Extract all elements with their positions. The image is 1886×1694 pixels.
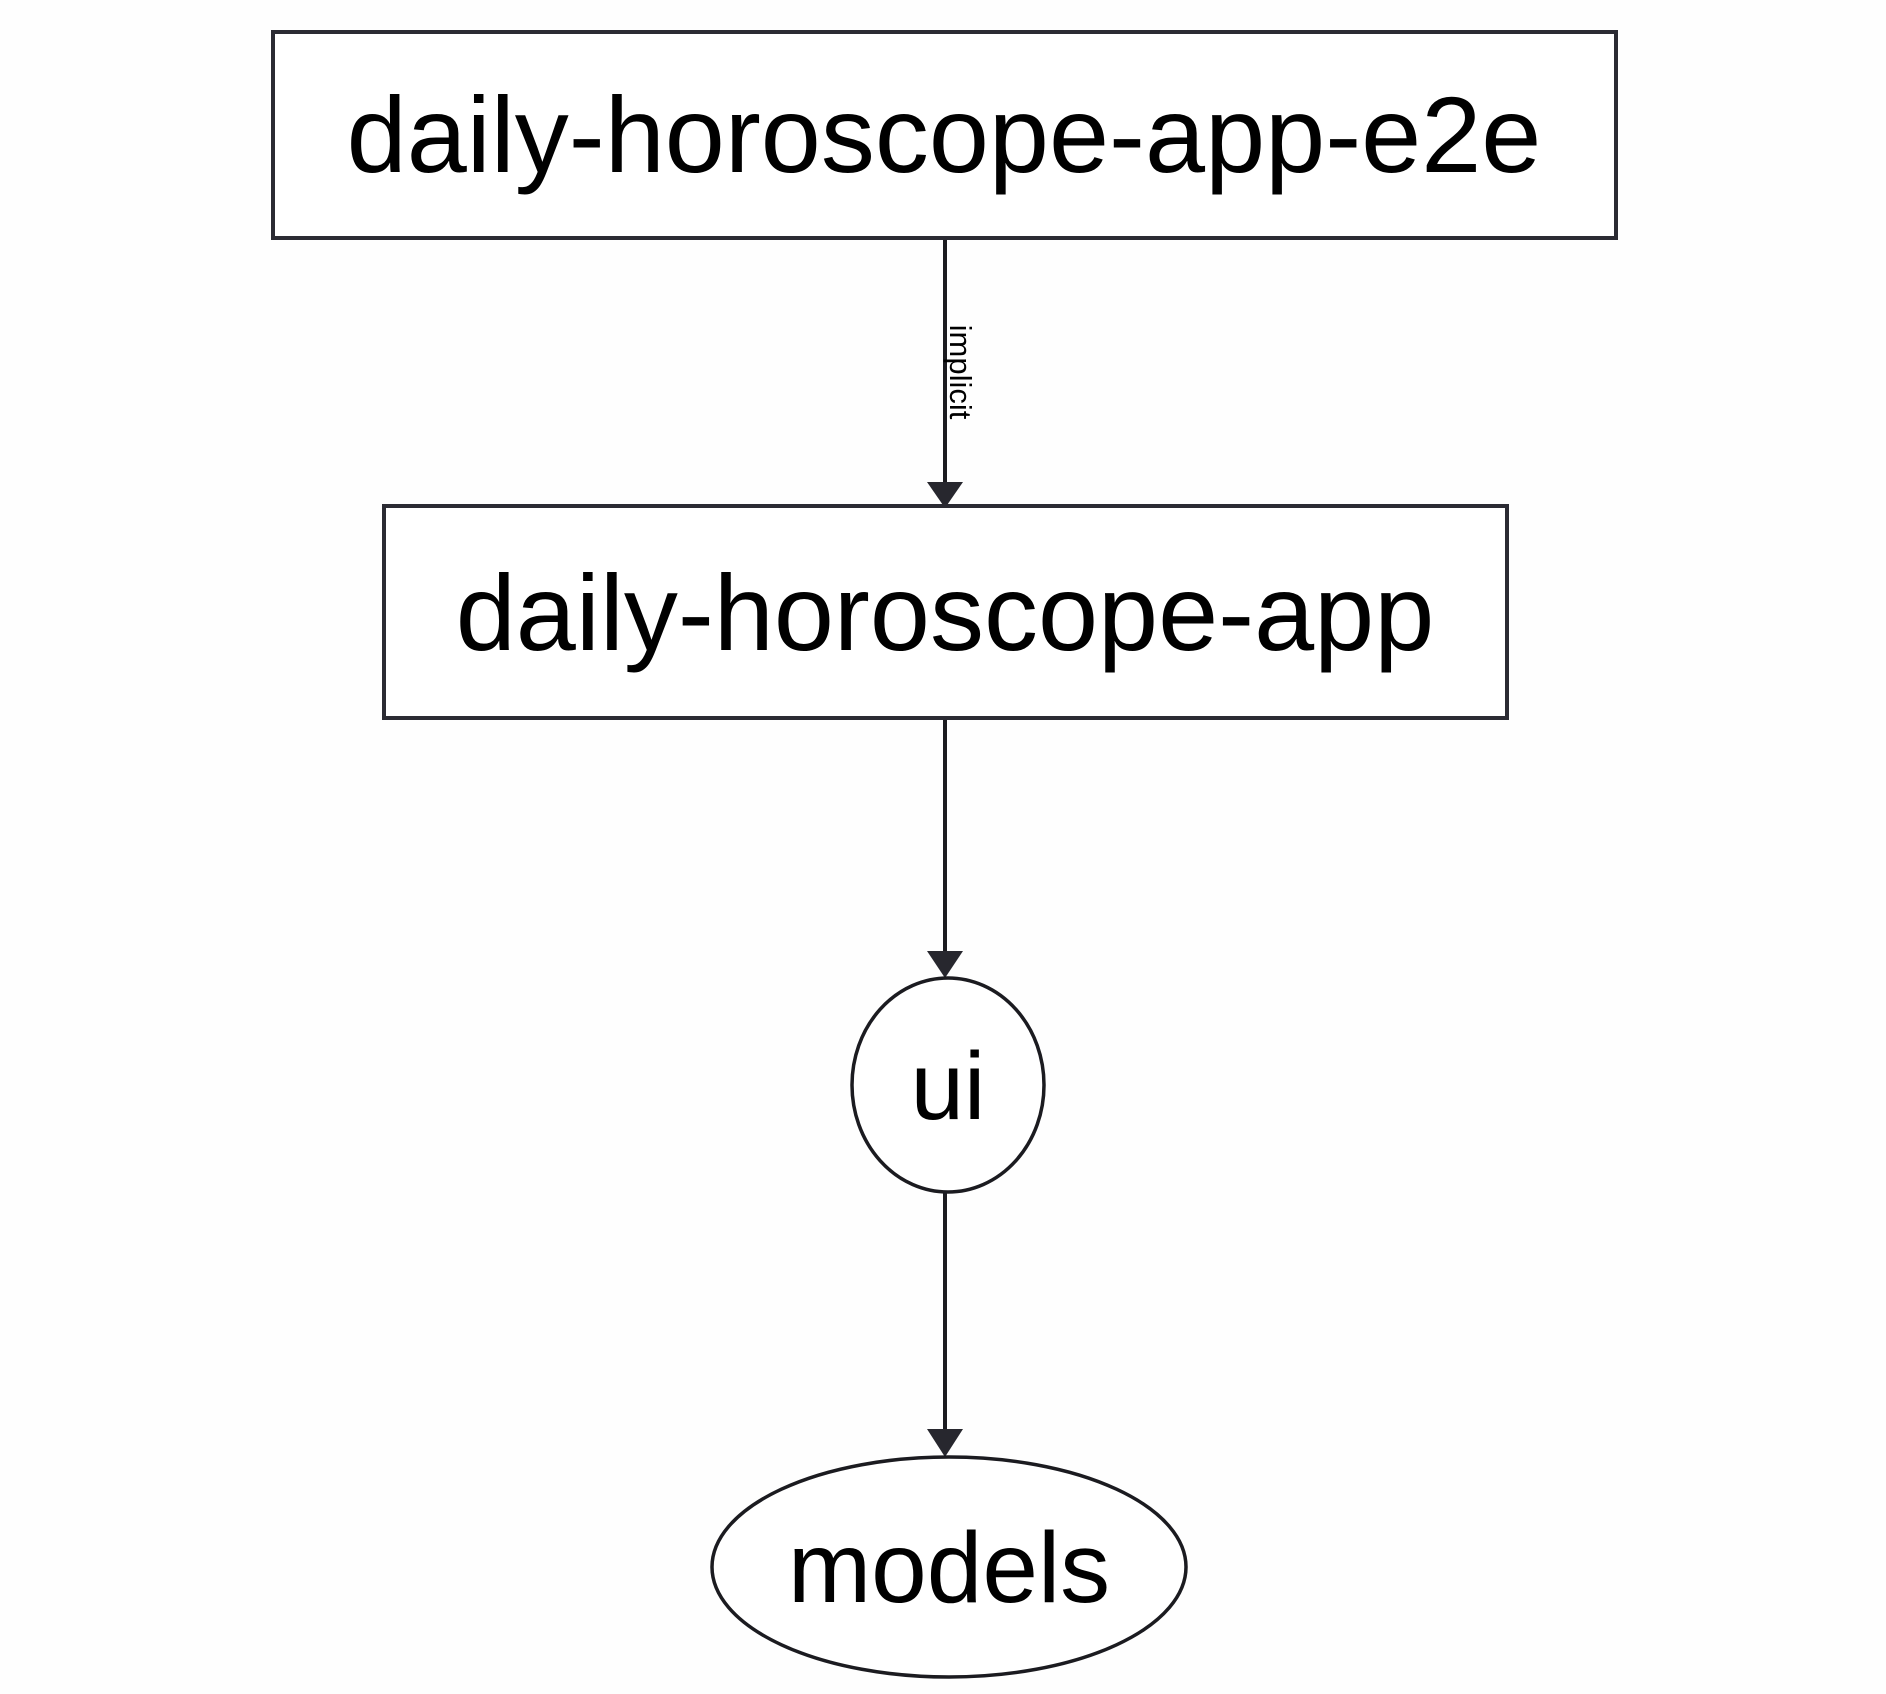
edge-app-to-ui[interactable] — [927, 718, 963, 978]
node-ui[interactable]: ui — [850, 976, 1046, 1194]
arrowhead-icon — [927, 951, 963, 978]
edge-e2e-to-app[interactable]: implicit — [927, 238, 978, 508]
edge-ui-to-models[interactable] — [927, 1192, 963, 1457]
node-daily-horoscope-app-e2e[interactable]: daily-horoscope-app-e2e — [271, 30, 1618, 240]
node-rectangle — [271, 30, 1618, 240]
node-ellipse — [710, 1455, 1188, 1679]
node-label-daily-horoscope-app: daily-horoscope-app — [456, 552, 1435, 673]
node-label-ui: ui — [911, 1033, 986, 1140]
edge-label-implicit: implicit — [943, 325, 978, 420]
node-label-models: models — [788, 1512, 1110, 1624]
node-daily-horoscope-app[interactable]: daily-horoscope-app — [382, 504, 1509, 720]
node-label-daily-horoscope-app-e2e: daily-horoscope-app-e2e — [347, 74, 1542, 195]
arrowhead-icon — [927, 1429, 963, 1457]
node-models[interactable]: models — [710, 1455, 1188, 1679]
node-rectangle — [382, 504, 1509, 720]
node-ellipse — [850, 976, 1046, 1194]
arrowhead-icon — [927, 482, 963, 508]
